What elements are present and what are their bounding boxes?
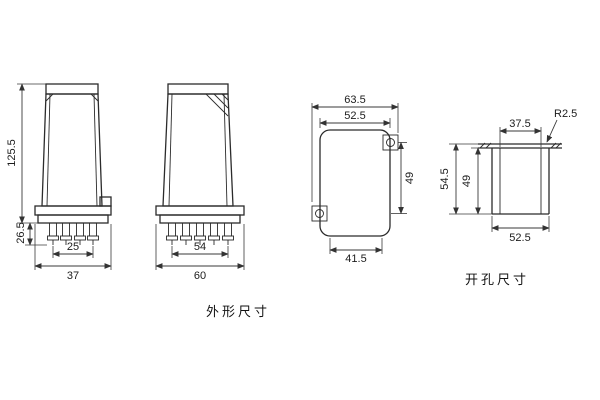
- relay-cap: [167, 83, 229, 95]
- dim-pin-row-width: 54: [194, 241, 206, 253]
- dim-rear-body-width: 52.5: [344, 110, 365, 122]
- dim-cutout-top-width: 37.5: [509, 118, 530, 130]
- dim-overall-height: 125.5: [6, 139, 18, 167]
- front-view-dimensions: 125.5 26.5 25 37: [6, 83, 112, 282]
- dim-rear-hole-spacing-h: 41.5: [345, 253, 366, 265]
- cutout-view: 37.5 R2.5 54.5 49 52.5: [439, 108, 577, 244]
- cutout-dimensions: 37.5 R2.5 54.5 49 52.5: [439, 108, 577, 244]
- mounting-tab-bottom-left: [311, 205, 328, 222]
- relay-cap: [45, 83, 99, 95]
- dim-side-width: 60: [194, 270, 206, 282]
- mounting-hole-bottom-left: [315, 209, 324, 218]
- terminal-pins: [166, 222, 234, 245]
- dim-front-width: 37: [67, 270, 79, 282]
- mounting-hole-top-right: [386, 138, 395, 147]
- dim-corner-radius: R2.5: [554, 108, 577, 120]
- dim-cutout-overall-height: 54.5: [439, 168, 451, 189]
- front-view: 125.5 26.5 25 37: [6, 83, 112, 282]
- base-flange-upper: [155, 205, 245, 216]
- base-flange-lower: [37, 214, 109, 224]
- rear-view: 63.5 52.5 49 41.5: [311, 94, 416, 265]
- dim-terminal-height: 26.5: [15, 222, 27, 243]
- rear-view-dimensions: 63.5 52.5 49 41.5: [311, 94, 416, 265]
- base-flange-lower: [159, 214, 241, 224]
- dim-cutout-hole-height: 49: [461, 175, 473, 187]
- terminal-pins: [47, 222, 99, 245]
- relay-base-outline: [319, 129, 391, 237]
- dim-rear-hole-spacing-v: 49: [404, 172, 416, 184]
- dim-pin-spacing: 25: [67, 241, 79, 253]
- caption-cutout-dimensions: 开孔尺寸: [465, 272, 529, 287]
- dim-rear-overall-width: 63.5: [344, 94, 365, 106]
- relay-body: [41, 93, 103, 207]
- base-flange-upper: [34, 205, 112, 216]
- caption-outline-dimensions: 外形尺寸: [206, 304, 270, 319]
- side-view: 54 60: [155, 83, 245, 282]
- side-view-dimensions: 54 60: [155, 224, 245, 282]
- dim-cutout-width: 52.5: [509, 232, 530, 244]
